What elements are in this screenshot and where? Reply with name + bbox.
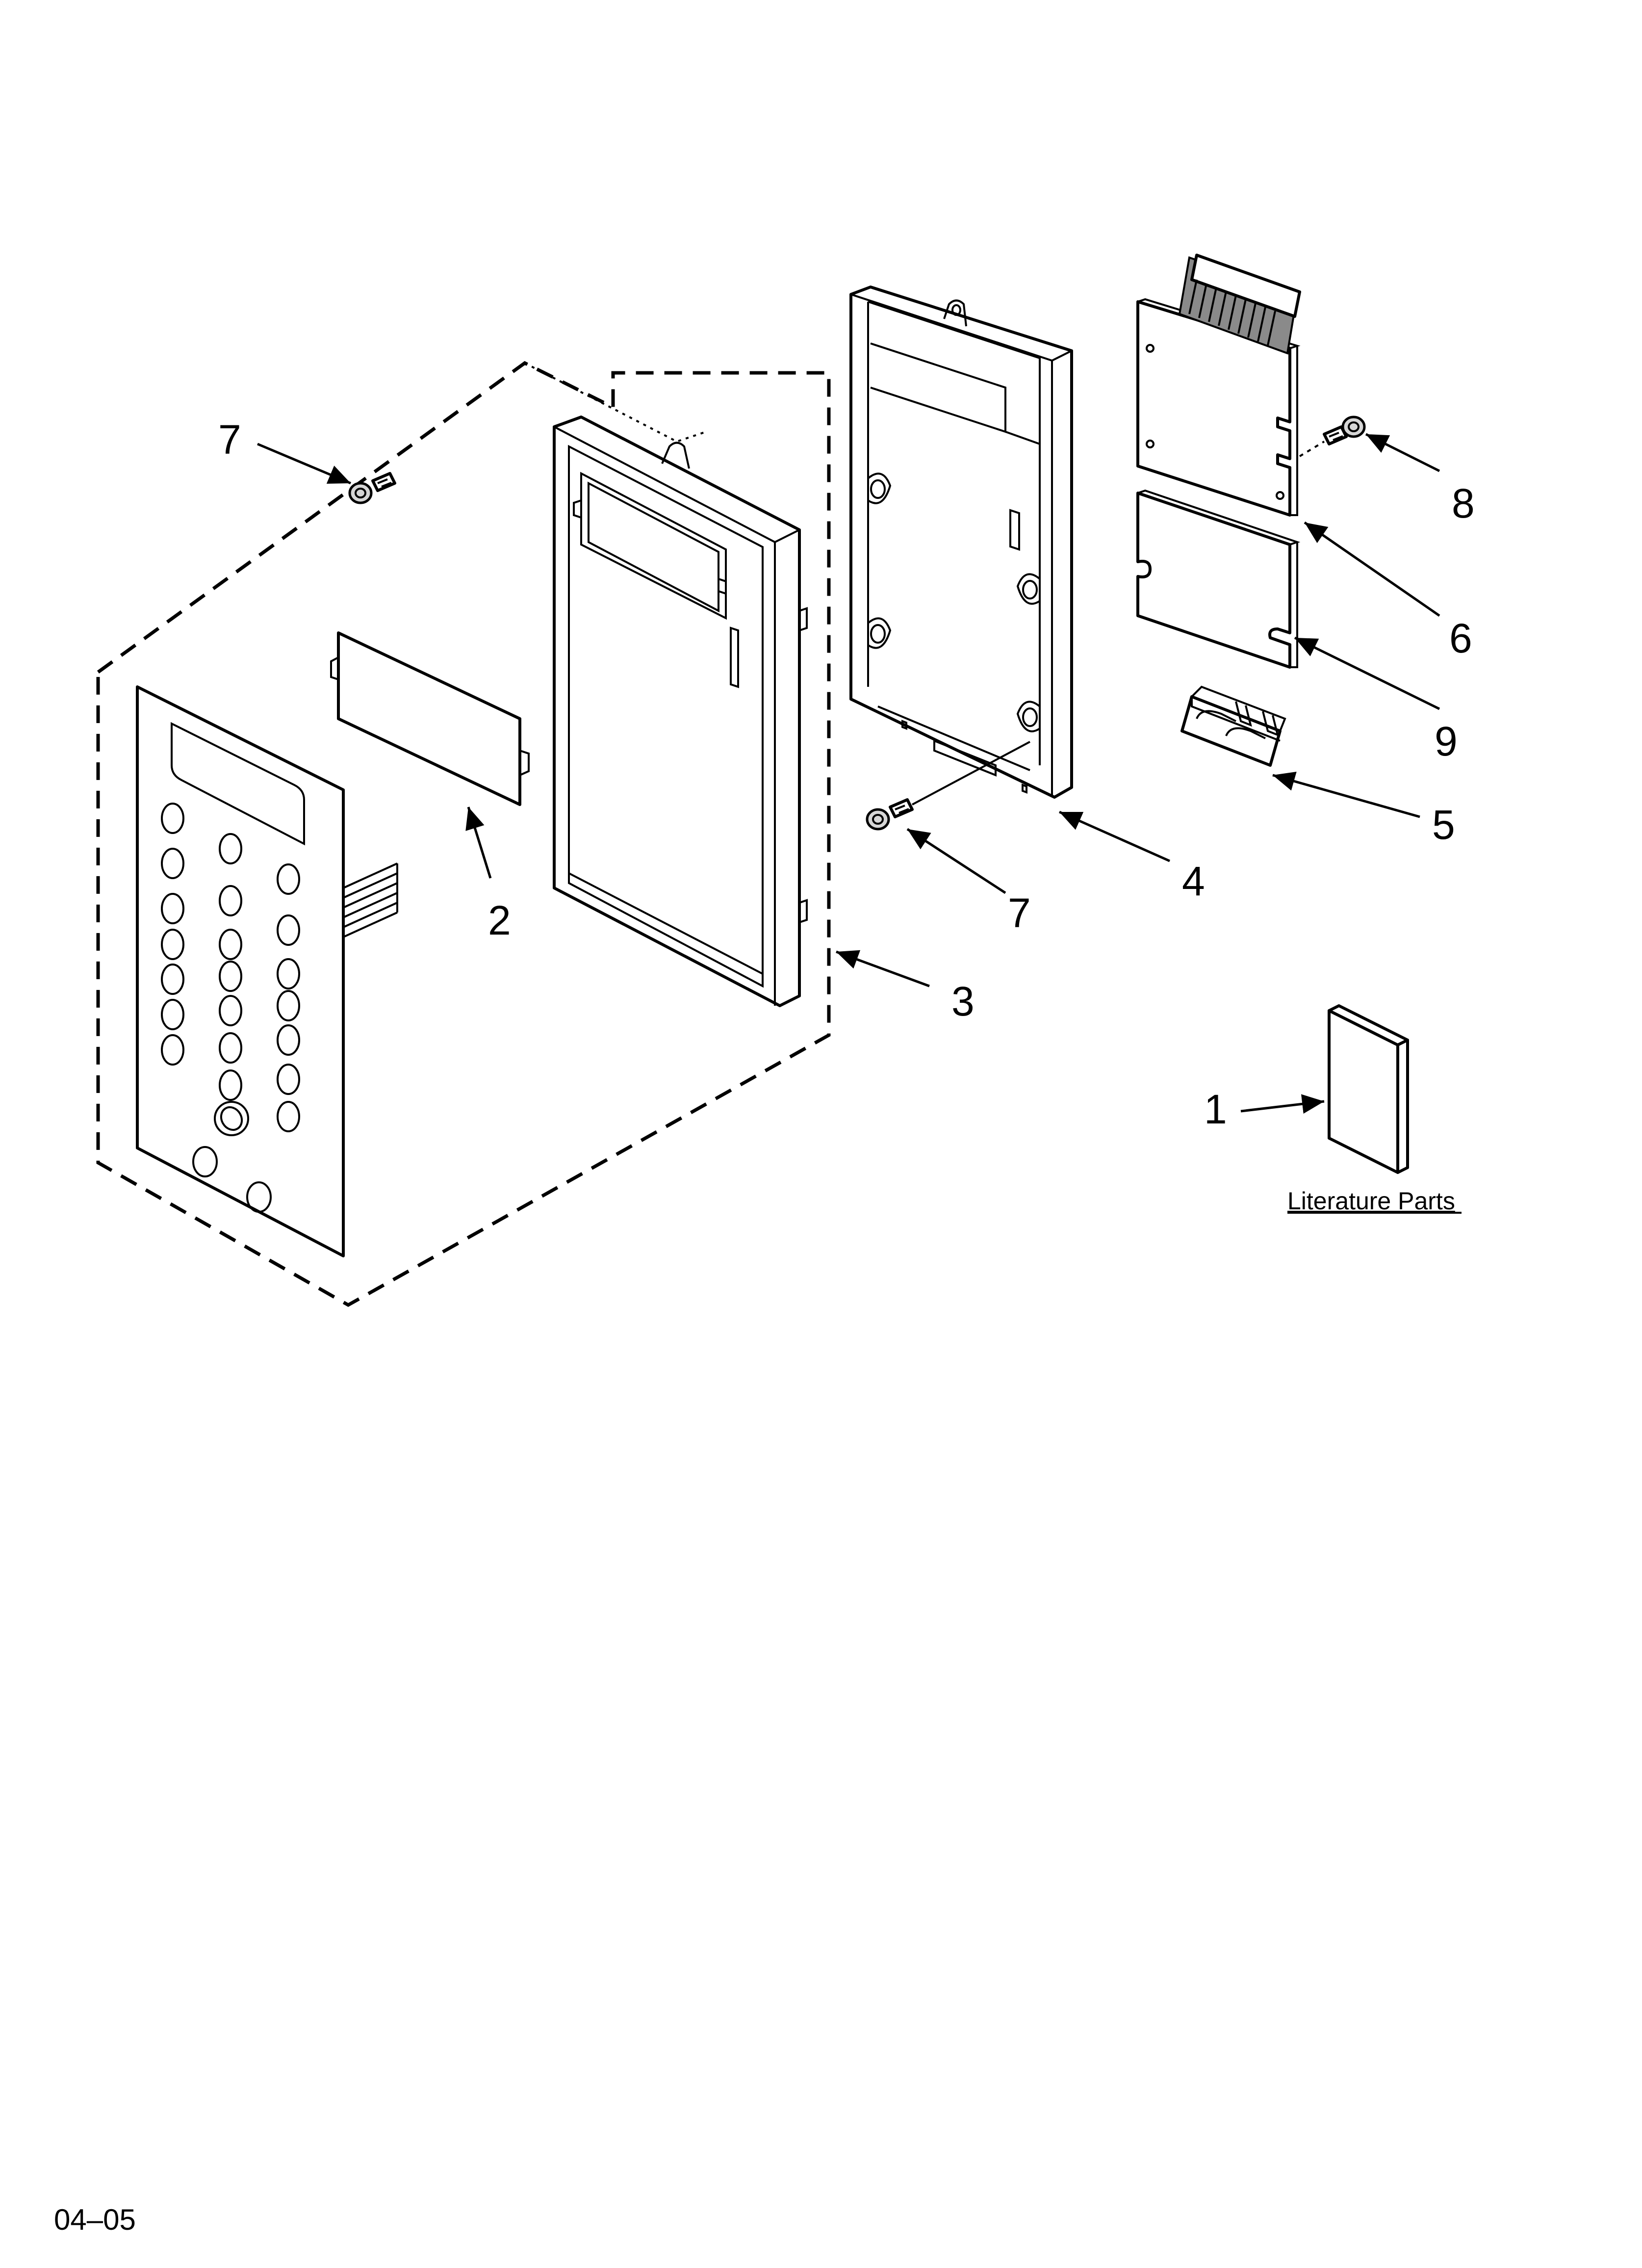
leader-lines [257, 433, 1440, 1114]
control-panel-frame [524, 362, 808, 1007]
callout-8: 8 [1452, 480, 1475, 526]
literature-book [1328, 1004, 1409, 1174]
callout-1: 1 [1204, 1086, 1227, 1132]
screw-bottom [866, 741, 1030, 831]
assembly-dashed-outline [96, 361, 831, 1307]
callout-5: 5 [1432, 802, 1455, 848]
control-board [1136, 254, 1301, 517]
insulator-sheet [1136, 489, 1301, 669]
keypad-ribbon-cable [343, 862, 398, 938]
callout-7-top: 7 [218, 417, 241, 463]
screw-top [348, 472, 396, 504]
callout-3: 3 [951, 978, 975, 1024]
screw-right [1299, 416, 1366, 457]
callout-numbers: 7 8 6 9 5 4 7 2 3 1 [218, 417, 1475, 1132]
housing-mounting-bosses [867, 472, 1041, 732]
membrane-keypad [136, 685, 398, 1257]
literature-parts-label: Literature Parts [1287, 1187, 1455, 1215]
callout-7-bottom: 7 [1008, 890, 1031, 936]
callout-2: 2 [488, 897, 511, 943]
callout-9: 9 [1435, 718, 1458, 764]
control-housing [849, 286, 1073, 799]
callout-4: 4 [1182, 858, 1205, 904]
callout-6: 6 [1449, 615, 1472, 661]
footer-code: 04–05 [54, 2203, 136, 2236]
bracket [1180, 685, 1286, 767]
display-window [330, 631, 530, 806]
